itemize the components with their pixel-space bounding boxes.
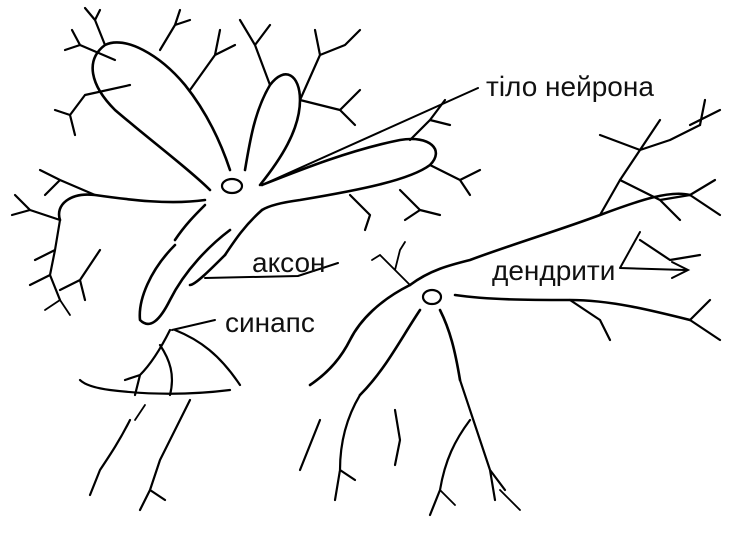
left-neuron-body xyxy=(59,42,436,324)
left-neuron xyxy=(12,8,480,510)
axon-label: аксон xyxy=(252,247,326,278)
left-nucleus xyxy=(222,179,242,193)
synapse-pointer xyxy=(172,320,215,330)
right-neuron xyxy=(300,100,720,515)
right-dendrites xyxy=(300,100,720,515)
right-nucleus xyxy=(423,290,441,304)
dendrites-label: дендрити xyxy=(492,255,615,286)
left-lower-fibers xyxy=(80,330,240,510)
cell-body-label: тіло нейрона xyxy=(486,71,654,102)
cell-body-pointer xyxy=(262,88,478,185)
synapse-label: синапс xyxy=(225,307,315,338)
